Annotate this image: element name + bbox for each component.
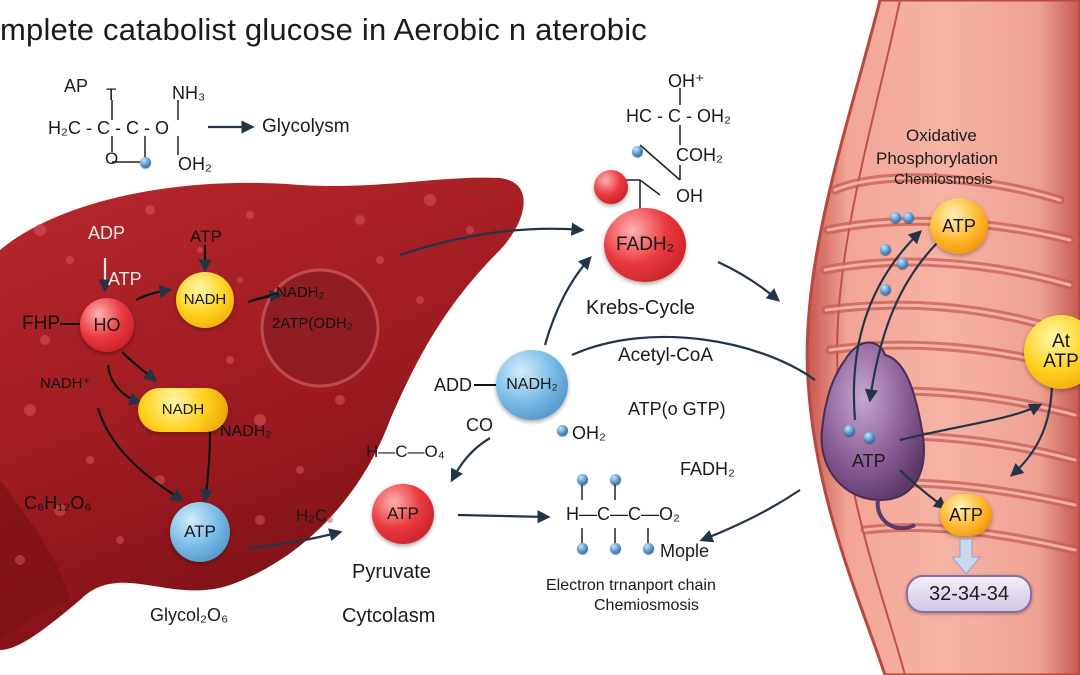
glycol-label: Glycol₂O₆	[150, 605, 229, 625]
krebs-oh-label: OH	[676, 186, 703, 206]
atp-yield-badge: 32-34-34	[906, 575, 1032, 613]
at-atp-line2: ATP	[1043, 351, 1079, 372]
at-atp-node: At ATP	[1024, 315, 1080, 389]
nadh2-inner-label: NADH₂	[276, 284, 325, 301]
krebs-atom-dot	[632, 146, 643, 157]
nadh-plus-label: NADH⁺	[40, 375, 91, 392]
mito-dot-3	[880, 244, 891, 255]
pyruvate-label: Pyruvate	[352, 561, 431, 583]
t-label: T	[106, 85, 117, 104]
atp-bottom-node: ATP	[170, 502, 230, 562]
mito-chemiosmosis-label: Chemiosmosis	[894, 171, 993, 188]
ap-label: AP	[64, 76, 89, 96]
nadh-node-1: NADH	[176, 272, 234, 328]
synthase-dot-2	[864, 432, 875, 443]
nadh-node-2: NADH	[138, 388, 228, 432]
oh2-label: OH₂	[178, 154, 212, 174]
diagram-title: mplete catabolist glucose in Aerobic n a…	[0, 12, 647, 47]
mito-atp-bottom-node: ATP	[940, 494, 992, 536]
etc-label-line2: Chemiosmosis	[594, 597, 699, 614]
atp-odh2-label: 2ATP(ODH₂	[272, 315, 353, 332]
cytcolasm-label: Cytcolasm	[342, 605, 436, 627]
c6h12o6-label: C₆H₁₂O₆	[24, 493, 92, 513]
glucose-molecule-bonds	[111, 100, 179, 163]
etc-dot-1	[577, 474, 588, 485]
at-atp-line1: At	[1052, 331, 1070, 353]
ring-o-label: O	[105, 149, 119, 168]
oh-plus-label: OH⁺	[668, 71, 705, 91]
pathway-arrows	[96, 120, 1054, 550]
fhp-label: FHP	[22, 313, 60, 334]
mito-dot-2	[903, 212, 914, 223]
acetyl-coa-label: Acetyl-CoA	[618, 345, 714, 366]
krebs-cycle-label: Krebs-Cycle	[586, 297, 695, 319]
etc-dot-5	[643, 543, 654, 554]
molecule-atom-dot	[140, 157, 151, 168]
etc-label-line1: Electron trnanport chain	[546, 577, 716, 594]
mito-dot-5	[880, 284, 891, 295]
mito-dot-4	[897, 258, 908, 269]
glycolysm-label: Glycolysm	[262, 116, 350, 137]
atp-gtp-label: ATP(o GTP)	[628, 399, 726, 419]
oh2-atom-dot	[557, 425, 568, 436]
down-arrow-icon	[951, 539, 981, 575]
atp-small-label: ATP	[108, 269, 142, 289]
h-c-o4-label: H—C—O₄	[366, 442, 445, 461]
atp-top-label: ATP	[190, 227, 222, 246]
etc-dot-2	[610, 474, 621, 485]
add-label: ADD	[434, 375, 473, 395]
h2c-label: H₂C	[296, 506, 328, 525]
synthase-dot-1	[844, 425, 855, 436]
hc-oh2-label: HC - C - OH₂	[626, 106, 731, 126]
mitochondrion-shape	[805, 0, 1080, 675]
krebs-small-red-node	[594, 170, 628, 204]
pyruvate-atp-node: ATP	[372, 484, 434, 544]
atp-synthase-label: ATP	[852, 451, 886, 471]
ho-node: HO	[80, 298, 134, 352]
atp-synthase-shape	[820, 341, 925, 531]
nadh2-cytoplasm-node: NADH₂	[496, 350, 568, 420]
h-c-c-o2-label: H—C—C—O₂	[566, 504, 680, 524]
cytoplasm-oh2-label: OH₂	[572, 423, 606, 443]
oxidative-label: Oxidative	[906, 126, 977, 145]
phosphorylation-label: Phosphorylation	[876, 149, 998, 168]
nadh2-low-label: NADH₂	[220, 423, 272, 440]
glucose-chain-label: H₂C - C - C - O	[48, 118, 169, 138]
nh3-label: NH₃	[172, 83, 206, 103]
coh2-label: COH₂	[676, 145, 723, 165]
adp-label: ADP	[88, 223, 126, 243]
mito-dot-1	[890, 212, 901, 223]
etc-dot-3	[577, 543, 588, 554]
mople-label: Mople	[660, 541, 710, 561]
etc-dot-4	[610, 543, 621, 554]
co-label: CO	[466, 415, 493, 435]
fadh2-node: FADH₂	[604, 208, 686, 282]
fadh2-label: FADH₂	[680, 459, 735, 479]
mito-atp-top-node: ATP	[930, 198, 988, 254]
liver-shape	[0, 177, 524, 650]
